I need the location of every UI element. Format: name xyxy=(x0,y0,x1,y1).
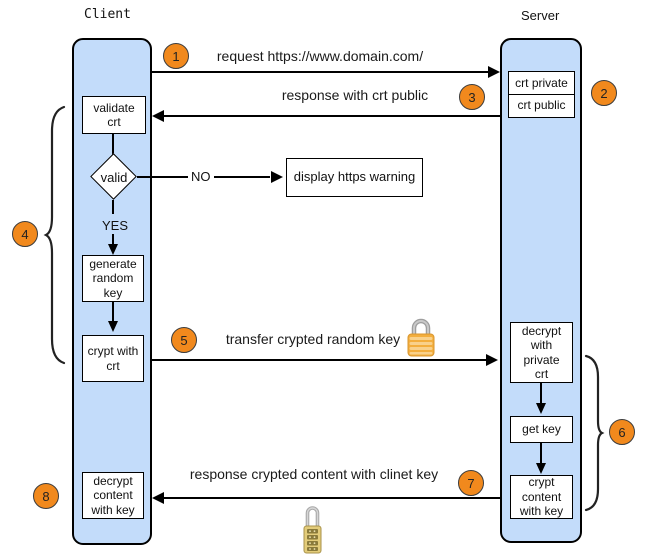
connector-getkey-head xyxy=(535,403,546,414)
arrow-request-line xyxy=(152,71,489,73)
no-label: NO xyxy=(188,169,214,184)
client-lane-title: Client xyxy=(84,7,131,22)
valid-decision-label: valid xyxy=(100,170,128,185)
crt-private-label: crt private xyxy=(515,75,568,90)
decrypt-content-line2: content xyxy=(93,488,133,503)
crt-private-box: crt private xyxy=(508,71,575,95)
arrow-yes-line xyxy=(112,234,114,246)
yes-label: YES xyxy=(102,218,129,233)
padlock-icon xyxy=(407,318,435,357)
display-https-warning-box: display https warning xyxy=(286,158,423,197)
decrypt-private-line2: with xyxy=(530,338,553,352)
decrypt-content-with-key-box: decrypt content with key xyxy=(82,472,144,519)
arrow-response-content-line xyxy=(162,497,500,499)
arrow-response-crt-head xyxy=(152,110,164,122)
step-badge-2: 2 xyxy=(591,80,617,106)
step-badge-6: 6 xyxy=(609,419,635,445)
arrow-yes-head xyxy=(107,244,118,255)
decrypt-private-line3: private xyxy=(523,352,560,367)
generate-random-key-box: generate random key xyxy=(82,255,144,302)
validate-crt-line2: crt xyxy=(107,115,121,129)
connector-cryptcontent-head xyxy=(535,463,546,474)
crypt-crt-line2: crt xyxy=(106,358,120,373)
connector-diamond-to-yes xyxy=(112,200,114,214)
decrypt-content-line1: decrypt xyxy=(93,473,133,488)
step6-brace xyxy=(584,354,605,512)
crypt-crt-line1: crypt with xyxy=(87,344,139,358)
connector-decrypt-to-getkey xyxy=(540,383,542,405)
arrow-request-head xyxy=(488,66,500,78)
crypt-content-line2: content xyxy=(521,489,562,504)
step-badge-3: 3 xyxy=(459,84,485,110)
crypt-with-crt-box: crypt with crt xyxy=(82,335,144,382)
decrypt-with-private-crt-box: decrypt with private crt xyxy=(510,322,573,383)
decrypt-content-line3: with key xyxy=(91,502,135,517)
validate-crt-line1: validate xyxy=(93,100,135,115)
validate-crt-box: validate crt xyxy=(82,96,146,134)
generate-line2: random xyxy=(92,271,134,286)
connector-validate-to-diamond xyxy=(112,134,114,155)
decrypt-private-line1: decrypt xyxy=(521,323,562,338)
combination-lock-icon xyxy=(303,506,322,554)
connector-generate-to-crypt xyxy=(112,302,114,323)
arrow-response-content-head xyxy=(152,492,164,504)
generate-line3: key xyxy=(103,285,123,300)
get-key-box: get key xyxy=(510,416,573,443)
arrow-request-label: request https://www.domain.com/ xyxy=(216,48,424,64)
arrow-transfer-line xyxy=(152,359,487,361)
arrow-no-head xyxy=(271,171,283,183)
arrow-transfer-label: transfer crypted random key xyxy=(225,331,401,347)
decrypt-private-line4: crt xyxy=(534,367,549,381)
step4-brace xyxy=(43,105,66,365)
step-badge-4: 4 xyxy=(12,221,38,247)
arrow-response-content-label: response crypted content with clinet key xyxy=(189,466,439,482)
step-badge-7: 7 xyxy=(458,470,484,496)
generate-line1: generate xyxy=(89,256,137,271)
arrow-transfer-head xyxy=(486,354,498,366)
step-badge-1: 1 xyxy=(163,43,189,69)
step-badge-8: 8 xyxy=(33,483,59,509)
crt-public-box: crt public xyxy=(508,93,575,118)
display-https-warning-label: display https warning xyxy=(293,169,416,185)
arrow-response-crt-line xyxy=(162,115,500,117)
crypt-content-line1: crypt xyxy=(528,475,555,490)
crypt-content-line3: with key xyxy=(519,504,564,519)
get-key-label: get key xyxy=(522,422,561,437)
step-badge-5: 5 xyxy=(171,327,197,353)
crypt-content-with-key-box: crypt content with key xyxy=(510,475,573,519)
connector-generate-head xyxy=(107,321,118,332)
arrow-response-crt-label: response with crt public xyxy=(281,87,429,103)
connector-getkey-to-crypt xyxy=(540,443,542,465)
server-lane-title: Server xyxy=(521,8,560,23)
crt-public-label: crt public xyxy=(517,98,566,113)
